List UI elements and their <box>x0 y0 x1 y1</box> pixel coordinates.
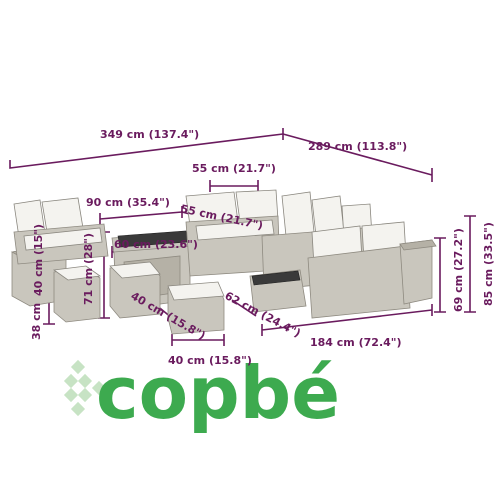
table-width-label: 60 cm (23.6") <box>114 238 198 251</box>
seat-height-label: 69 cm (27.2") <box>452 228 465 312</box>
brand-logo: copbé <box>63 351 340 435</box>
box-height-label: 38 cm <box>30 303 43 340</box>
box-width-label: 40 cm (15") <box>32 224 45 296</box>
stool-height-label: 71 cm (28") <box>82 233 95 305</box>
table-length-label: 90 cm (35.4") <box>86 196 170 209</box>
total-depth-label: 289 cm (113.8") <box>308 140 407 153</box>
sofa-width-label: 184 cm (72.4") <box>310 336 402 349</box>
right-sofa <box>307 245 411 319</box>
back-height-label: 85 cm (33.5") <box>482 222 495 306</box>
furniture-set-illustration <box>10 189 437 335</box>
seat-width-label: 55 cm (21.7") <box>192 162 276 175</box>
footstool-width-label: 40 cm (15.8") <box>168 354 252 367</box>
total-width-label: 349 cm (137.4") <box>100 128 199 141</box>
logo-mark-icon <box>63 359 107 417</box>
logo-text: copbé <box>96 351 340 435</box>
